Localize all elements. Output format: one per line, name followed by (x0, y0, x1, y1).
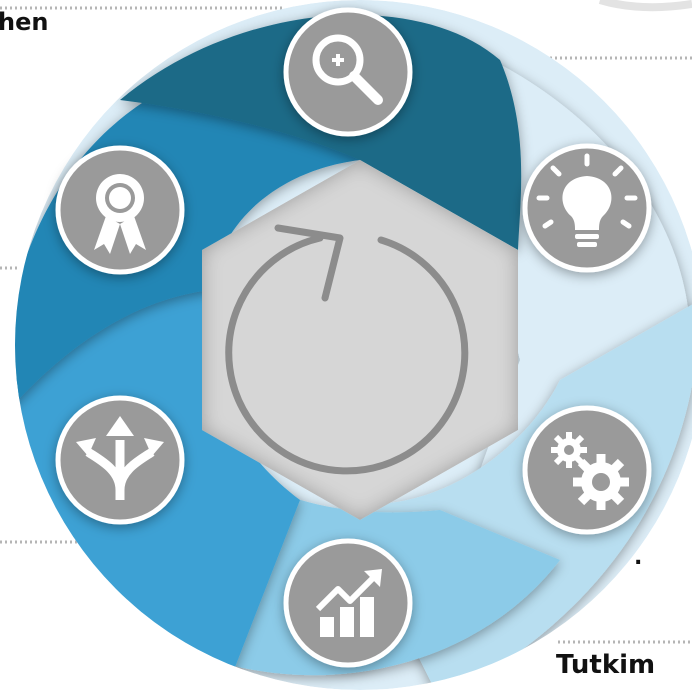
caption-bottom-right: Tutkim (556, 650, 656, 680)
award-ribbon-icon[interactable] (55, 145, 185, 275)
split-arrows-icon[interactable] (55, 395, 185, 525)
top-edge-shadow (598, 0, 692, 12)
growth-chart-icon[interactable] (283, 538, 413, 668)
bullet-dot: . (634, 545, 643, 570)
caption-top-left: hen (0, 8, 49, 36)
lightbulb-icon[interactable] (522, 143, 652, 273)
petal-left-upper (15, 60, 360, 420)
magnifier-plus-icon[interactable] (283, 7, 413, 137)
gears-icon[interactable] (522, 405, 652, 535)
petal-top (120, 14, 522, 251)
cycle-arrow-icon (225, 224, 469, 475)
